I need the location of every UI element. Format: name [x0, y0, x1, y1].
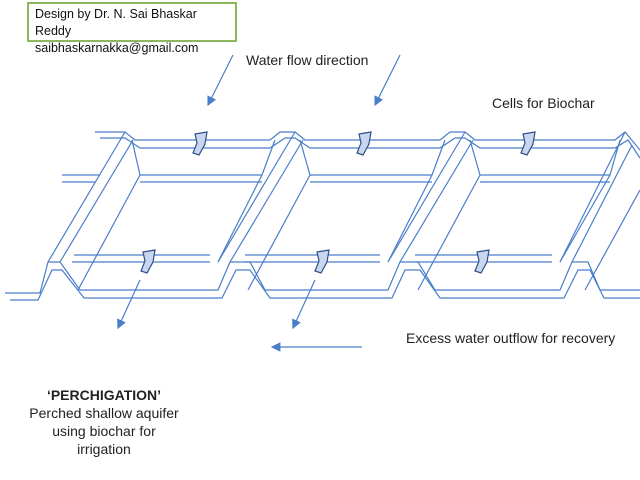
wall-4c	[584, 189, 640, 291]
wall-2a	[217, 131, 296, 263]
caption-line-2: using biochar for	[52, 423, 156, 439]
valve-top-1	[192, 131, 208, 156]
valves	[140, 131, 536, 274]
arrows	[117, 54, 401, 352]
valve-bottom-2	[314, 249, 330, 274]
bottom-rim-inner	[10, 269, 640, 301]
wall-4a	[559, 131, 626, 263]
wall-3b	[399, 139, 474, 263]
caption-title: ‘PERCHIGATION’	[46, 387, 162, 403]
caption-line-3: irrigation	[77, 441, 131, 457]
credit-email: saibhaskarnakka@gmail.com	[35, 41, 199, 55]
credit-author: Design by Dr. N. Sai Bhaskar Reddy	[35, 7, 197, 38]
flow-arrow-2	[374, 54, 401, 107]
cell-back-1	[131, 139, 276, 176]
top-rim-inner	[100, 137, 640, 159]
channel-structure	[5, 131, 640, 301]
cell-back-3	[469, 139, 621, 176]
flow-arrow-1	[207, 54, 234, 107]
outflow-arrow-1	[117, 279, 141, 330]
caption-line-1: Perched shallow aquifer	[29, 405, 179, 421]
valve-bottom-1	[140, 249, 156, 274]
wall-1a	[47, 131, 126, 263]
wall-1c	[77, 174, 141, 291]
cell-back-2	[299, 139, 446, 176]
wall-3c	[417, 174, 481, 291]
valve-top-2	[356, 131, 372, 156]
bottom-rim-outer	[5, 261, 640, 294]
top-rim-outer	[95, 131, 640, 151]
water-flow-label: Water flow direction	[246, 52, 369, 68]
wall-2c	[247, 174, 311, 291]
wall-1b	[59, 139, 134, 263]
credit-box: Design by Dr. N. Sai Bhaskar Reddy saibh…	[27, 2, 237, 55]
outflow-label: Excess water outflow for recovery	[406, 330, 616, 346]
valve-bottom-3	[474, 249, 490, 274]
outflow-arrow-2	[292, 279, 316, 330]
caption: ‘PERCHIGATION’ Perched shallow aquifer u…	[14, 386, 194, 458]
wall-3a	[387, 131, 466, 263]
valve-top-3	[520, 131, 536, 156]
wall-4b	[571, 144, 633, 263]
cells-label: Cells for Biochar	[492, 95, 595, 111]
wall-2b	[229, 139, 304, 263]
